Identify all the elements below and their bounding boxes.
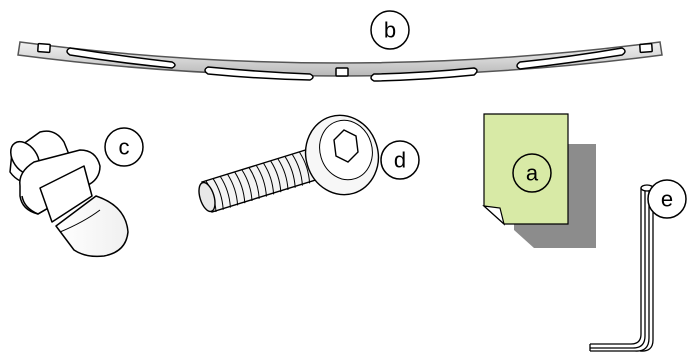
thread-line xyxy=(270,160,282,193)
strip-slot-1 xyxy=(66,47,176,69)
callout-d: d xyxy=(380,140,420,180)
strip-slot-4 xyxy=(516,47,626,70)
sheet-page xyxy=(483,113,569,225)
thread-line xyxy=(299,152,311,184)
thread-line xyxy=(241,169,253,202)
hex-socket xyxy=(333,129,359,163)
strip-hole-right xyxy=(639,42,653,54)
thread-line xyxy=(284,156,296,188)
hex-socket-screw xyxy=(198,114,380,213)
instruction-sheet: a xyxy=(482,113,596,248)
callout-d-label: d xyxy=(394,148,406,173)
callout-a xyxy=(512,153,552,193)
callout-e-label: e xyxy=(661,187,673,212)
light-bulb xyxy=(9,130,129,258)
strip-hole-center xyxy=(335,67,349,77)
callout-b-label: b xyxy=(384,18,396,43)
thread-line xyxy=(234,171,246,204)
callout-a-label: a xyxy=(526,161,539,186)
strip-slot-3 xyxy=(370,67,478,82)
thread-line xyxy=(255,165,267,197)
thread-line xyxy=(212,178,224,210)
callout-c-label: c xyxy=(119,135,130,160)
thread-line xyxy=(291,154,303,186)
strip-slot-2 xyxy=(204,66,314,81)
thread-line xyxy=(219,176,231,208)
callout-c: c xyxy=(104,127,144,167)
thread-line xyxy=(227,174,239,206)
thread-line xyxy=(248,167,260,199)
callout-e: e xyxy=(647,179,687,219)
sheet-folded-corner xyxy=(482,205,506,226)
curved-mounting-strip xyxy=(17,41,663,82)
strip-hole-left xyxy=(37,42,51,54)
thread-line xyxy=(277,158,289,191)
callout-b: b xyxy=(370,10,410,50)
thread-line xyxy=(263,163,275,195)
hex-key xyxy=(589,184,654,352)
